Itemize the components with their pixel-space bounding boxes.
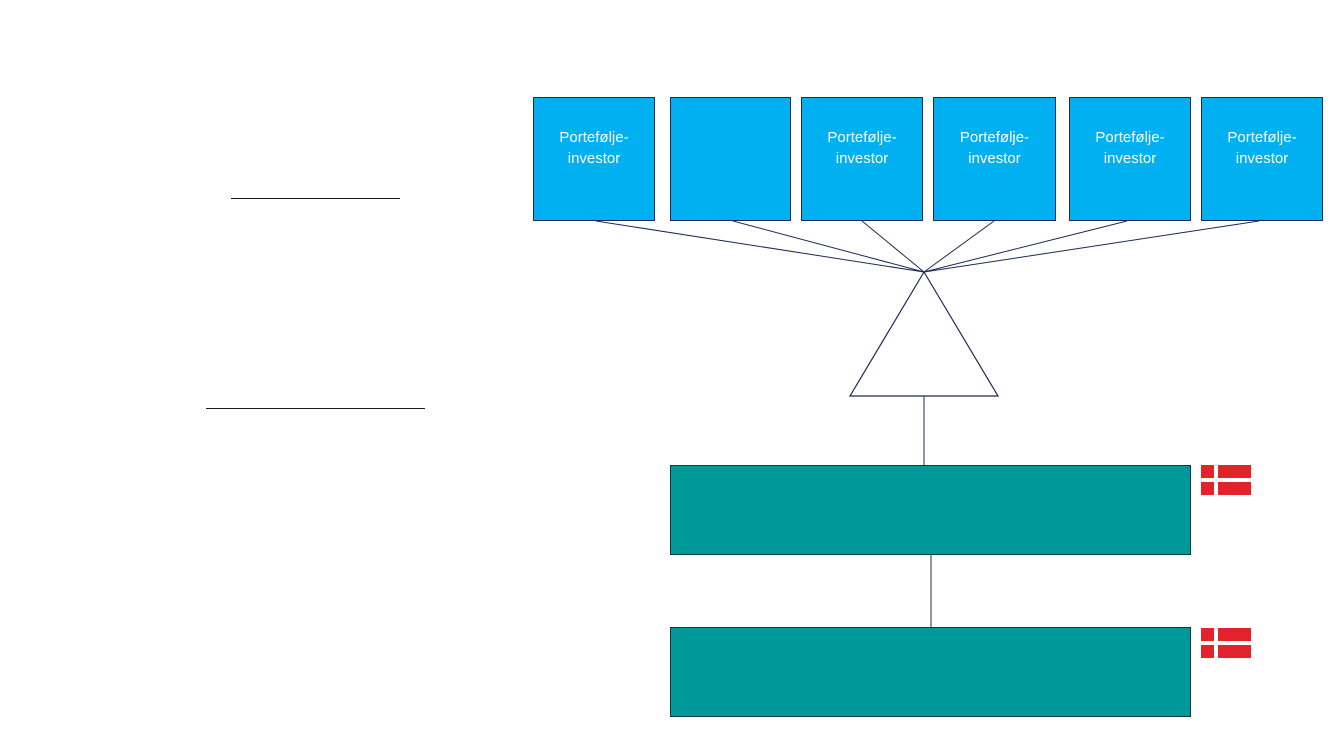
investor-label: Portefølje- investor <box>1227 129 1297 167</box>
connector-investor-2 <box>732 220 925 273</box>
connector-investor-5 <box>923 220 1128 273</box>
connector-investor-3 <box>861 220 925 273</box>
left-rule-lower <box>206 408 425 409</box>
connector-investor-1 <box>595 220 925 273</box>
investor-box-3: Portefølje- investor <box>801 97 923 221</box>
connector-investor-4 <box>923 220 995 273</box>
denmark-flag-icon <box>1201 628 1251 658</box>
left-rule-upper <box>231 198 400 199</box>
investor-label: Portefølje- investor <box>959 129 1030 167</box>
investor-label: Portefølje- investor <box>1095 129 1165 167</box>
denmark-flag-icon <box>1201 465 1251 495</box>
investor-box-6: Portefølje- investor <box>1201 97 1323 221</box>
fund-triangle <box>848 270 1000 397</box>
investor-box-1: Portefølje- investor <box>533 97 655 221</box>
investor-box-5: Portefølje- investor <box>1069 97 1191 221</box>
investor-label: Portefølje- investor <box>559 129 629 167</box>
entity-box-lower <box>670 627 1191 717</box>
investor-label: Portefølje- investor <box>827 129 897 167</box>
investor-box-2 <box>670 97 791 221</box>
connector-investor-6 <box>923 220 1260 273</box>
entity-box-upper <box>670 465 1191 555</box>
investor-box-4: Portefølje- investor <box>933 97 1056 221</box>
